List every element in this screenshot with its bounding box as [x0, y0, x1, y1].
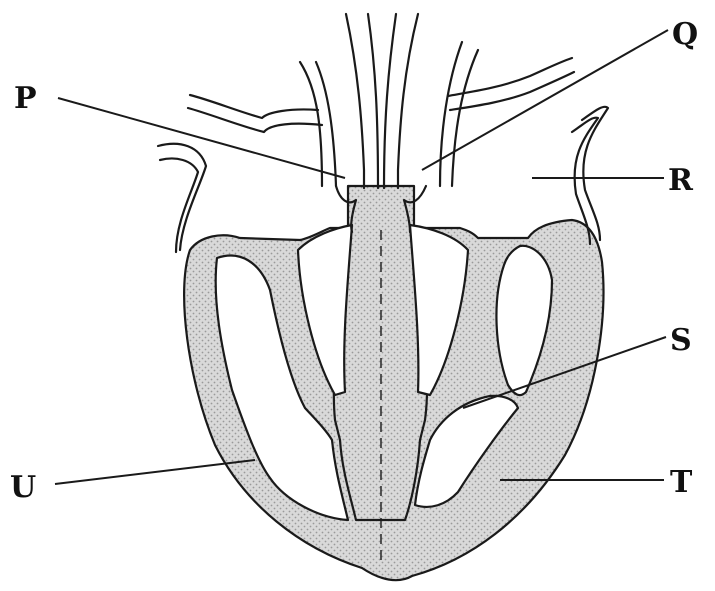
leader-U — [55, 460, 255, 484]
label-S: S — [670, 323, 692, 358]
label-R: R — [668, 163, 694, 198]
label-Q: Q — [672, 17, 698, 52]
label-P: P — [14, 81, 37, 116]
label-T: T — [670, 465, 693, 500]
label-U: U — [10, 470, 36, 505]
